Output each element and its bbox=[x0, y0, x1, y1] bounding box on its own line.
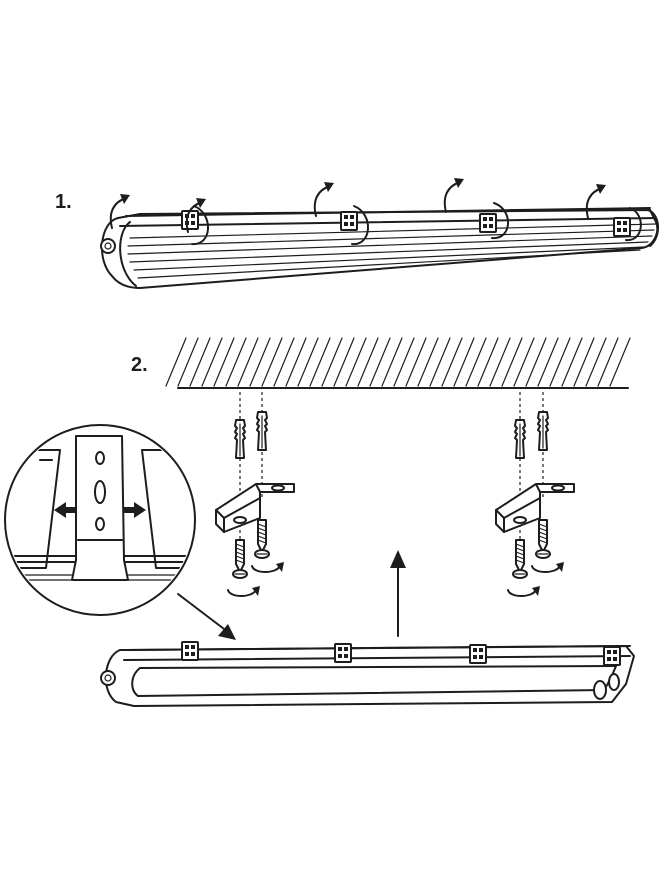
fixture-top bbox=[100, 207, 659, 289]
clip-4-icon bbox=[603, 646, 621, 666]
wall-plug-icon bbox=[514, 419, 526, 459]
wall-plug-icon bbox=[234, 419, 246, 459]
wall-plug-icon bbox=[256, 411, 268, 451]
clip-3-icon bbox=[469, 644, 487, 664]
screw-icon bbox=[512, 539, 528, 579]
ceiling bbox=[165, 337, 631, 389]
ceiling-hatch bbox=[237, 337, 259, 387]
ceiling-hatch bbox=[513, 337, 535, 387]
screw-icon bbox=[254, 519, 270, 559]
ceiling-hatch bbox=[369, 337, 391, 387]
clip-2-icon bbox=[340, 211, 358, 231]
wall-plug-icon bbox=[537, 411, 549, 451]
clip-3-icon bbox=[479, 213, 497, 233]
detail-magnifier bbox=[4, 424, 236, 640]
ceiling-hatch bbox=[393, 337, 415, 387]
ceiling-hatch bbox=[177, 337, 199, 387]
mounting-set-right bbox=[495, 411, 575, 597]
ceiling-hatch bbox=[225, 337, 247, 387]
mounting-set-left bbox=[215, 411, 295, 597]
ceiling-hatch bbox=[345, 337, 367, 387]
fixture-bottom bbox=[100, 641, 635, 707]
ceiling-hatch bbox=[537, 337, 559, 387]
ceiling-hatch bbox=[213, 337, 235, 387]
double-arrow-icon bbox=[124, 502, 146, 518]
ceiling-hatch bbox=[465, 337, 487, 387]
rotate-arrow-icon bbox=[227, 585, 261, 597]
ceiling-hatch bbox=[201, 337, 223, 387]
ceiling-hatch bbox=[429, 337, 451, 387]
step-2-label: 2. bbox=[131, 354, 148, 376]
ceiling-hatch bbox=[561, 337, 583, 387]
ceiling-hatch bbox=[165, 337, 187, 387]
screw-icon bbox=[232, 539, 248, 579]
clip-2-icon bbox=[334, 643, 352, 663]
clip-4-icon bbox=[613, 217, 631, 237]
arrow-up-icon bbox=[390, 550, 406, 637]
ceiling-hatch bbox=[597, 337, 619, 387]
ceiling-hatch bbox=[525, 337, 547, 387]
ceiling-hatch bbox=[357, 337, 379, 387]
bracket-icon bbox=[495, 483, 575, 533]
ceiling-hatch bbox=[609, 337, 631, 387]
ceiling-hatch bbox=[381, 337, 403, 387]
ceiling-hatch bbox=[261, 337, 283, 387]
ceiling-hatch bbox=[285, 337, 307, 387]
ceiling-hatch bbox=[297, 337, 319, 387]
rotate-arrow-icon bbox=[507, 585, 541, 597]
clip-1-icon bbox=[181, 210, 199, 230]
rotate-arrow-icon bbox=[531, 561, 565, 573]
ceiling-hatch bbox=[189, 337, 211, 387]
ceiling-hatch bbox=[501, 337, 523, 387]
bracket-icon bbox=[215, 483, 295, 533]
ceiling-hatch bbox=[585, 337, 607, 387]
ceiling-hatch bbox=[249, 337, 271, 387]
clip-1-icon bbox=[181, 641, 199, 661]
screw-icon bbox=[535, 519, 551, 559]
ceiling-hatch bbox=[333, 337, 355, 387]
guide-lines bbox=[239, 392, 544, 560]
ceiling-hatch bbox=[477, 337, 499, 387]
ceiling-hatch bbox=[309, 337, 331, 387]
release-clips bbox=[181, 202, 642, 246]
ceiling-hatch bbox=[453, 337, 475, 387]
ceiling-hatch bbox=[489, 337, 511, 387]
ceiling-hatch bbox=[573, 337, 595, 387]
ceiling-hatch bbox=[549, 337, 571, 387]
step-1-label: 1. bbox=[55, 191, 72, 213]
ceiling-hatch bbox=[273, 337, 295, 387]
double-arrow-icon bbox=[54, 502, 76, 518]
ceiling-hatch bbox=[321, 337, 343, 387]
ceiling-hatch bbox=[405, 337, 427, 387]
ceiling-hatch bbox=[441, 337, 463, 387]
ceiling-hatch bbox=[417, 337, 439, 387]
rotate-arrow-icon bbox=[251, 561, 285, 573]
